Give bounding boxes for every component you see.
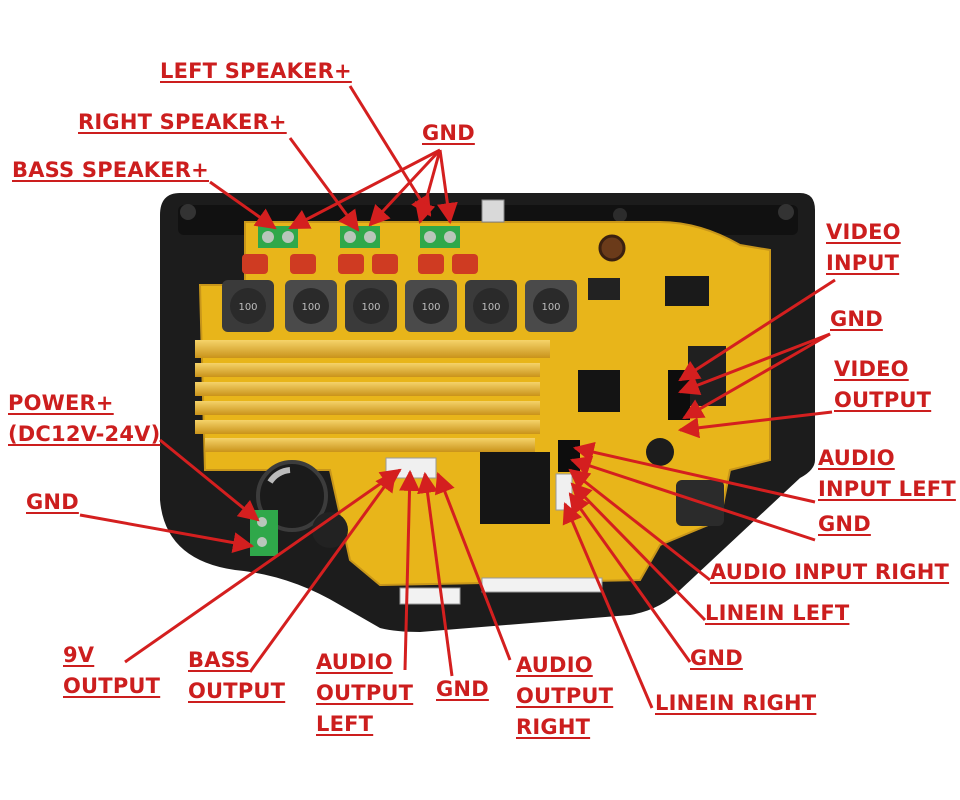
inductor-marking: 100 [301, 302, 320, 313]
label-gnd-left: GND [26, 490, 79, 514]
inductor-marking: 100 [238, 302, 257, 313]
ic-top-right [665, 276, 709, 306]
inductor-core [293, 288, 329, 324]
screw-hole [180, 204, 196, 220]
ic-small [588, 278, 620, 300]
inductor-marking: 100 [361, 302, 380, 313]
label-bass-speaker-plus: BASS SPEAKER+ [12, 158, 209, 182]
label-gnd-right-top: GND [830, 307, 883, 331]
label-gnd-right-mid: GND [818, 512, 871, 536]
heatsink [195, 340, 550, 452]
inductor-marking: 100 [421, 302, 440, 313]
label-left-speaker-plus: LEFT SPEAKER+ [160, 59, 352, 83]
label-gnd-top: GND [422, 121, 475, 145]
small-capacitor [312, 512, 348, 548]
inductor-core [413, 288, 449, 324]
label-right-speaker-plus: RIGHT SPEAKER+ [78, 110, 287, 134]
label-gnd-bottom: GND [436, 677, 489, 701]
screw-hole [613, 208, 627, 222]
inductor-row: 100 100 100 100 100 100 [222, 280, 577, 332]
antenna-connector [481, 199, 505, 223]
coin-cell [598, 234, 626, 262]
callout-arrows [79, 85, 836, 709]
inductor-marking: 100 [481, 302, 500, 313]
inductor-core [230, 288, 266, 324]
red-capacitors [242, 254, 478, 274]
inductor-core [353, 288, 389, 324]
audio-input-header [558, 440, 580, 472]
main-ic [578, 370, 620, 412]
bottom-connector-right [481, 577, 603, 593]
label-linein-right: LINEIN RIGHT [655, 691, 817, 715]
video-header [668, 370, 690, 420]
right-capacitor [646, 438, 674, 466]
screw-hole [778, 204, 794, 220]
label-power-plus: POWER+(DC12V-24V) [8, 391, 161, 446]
label-audio-input-right: AUDIO INPUT RIGHT [710, 560, 950, 584]
speaker-terminals [258, 226, 460, 248]
inductor-core [473, 288, 509, 324]
inductor-marking: 100 [541, 302, 560, 313]
label-gnd-right-low: GND [690, 646, 743, 670]
ic-amp [480, 452, 550, 524]
inductor-core [533, 288, 569, 324]
label-linein-left: LINEIN LEFT [705, 601, 850, 625]
bottom-connector-left [399, 587, 461, 605]
